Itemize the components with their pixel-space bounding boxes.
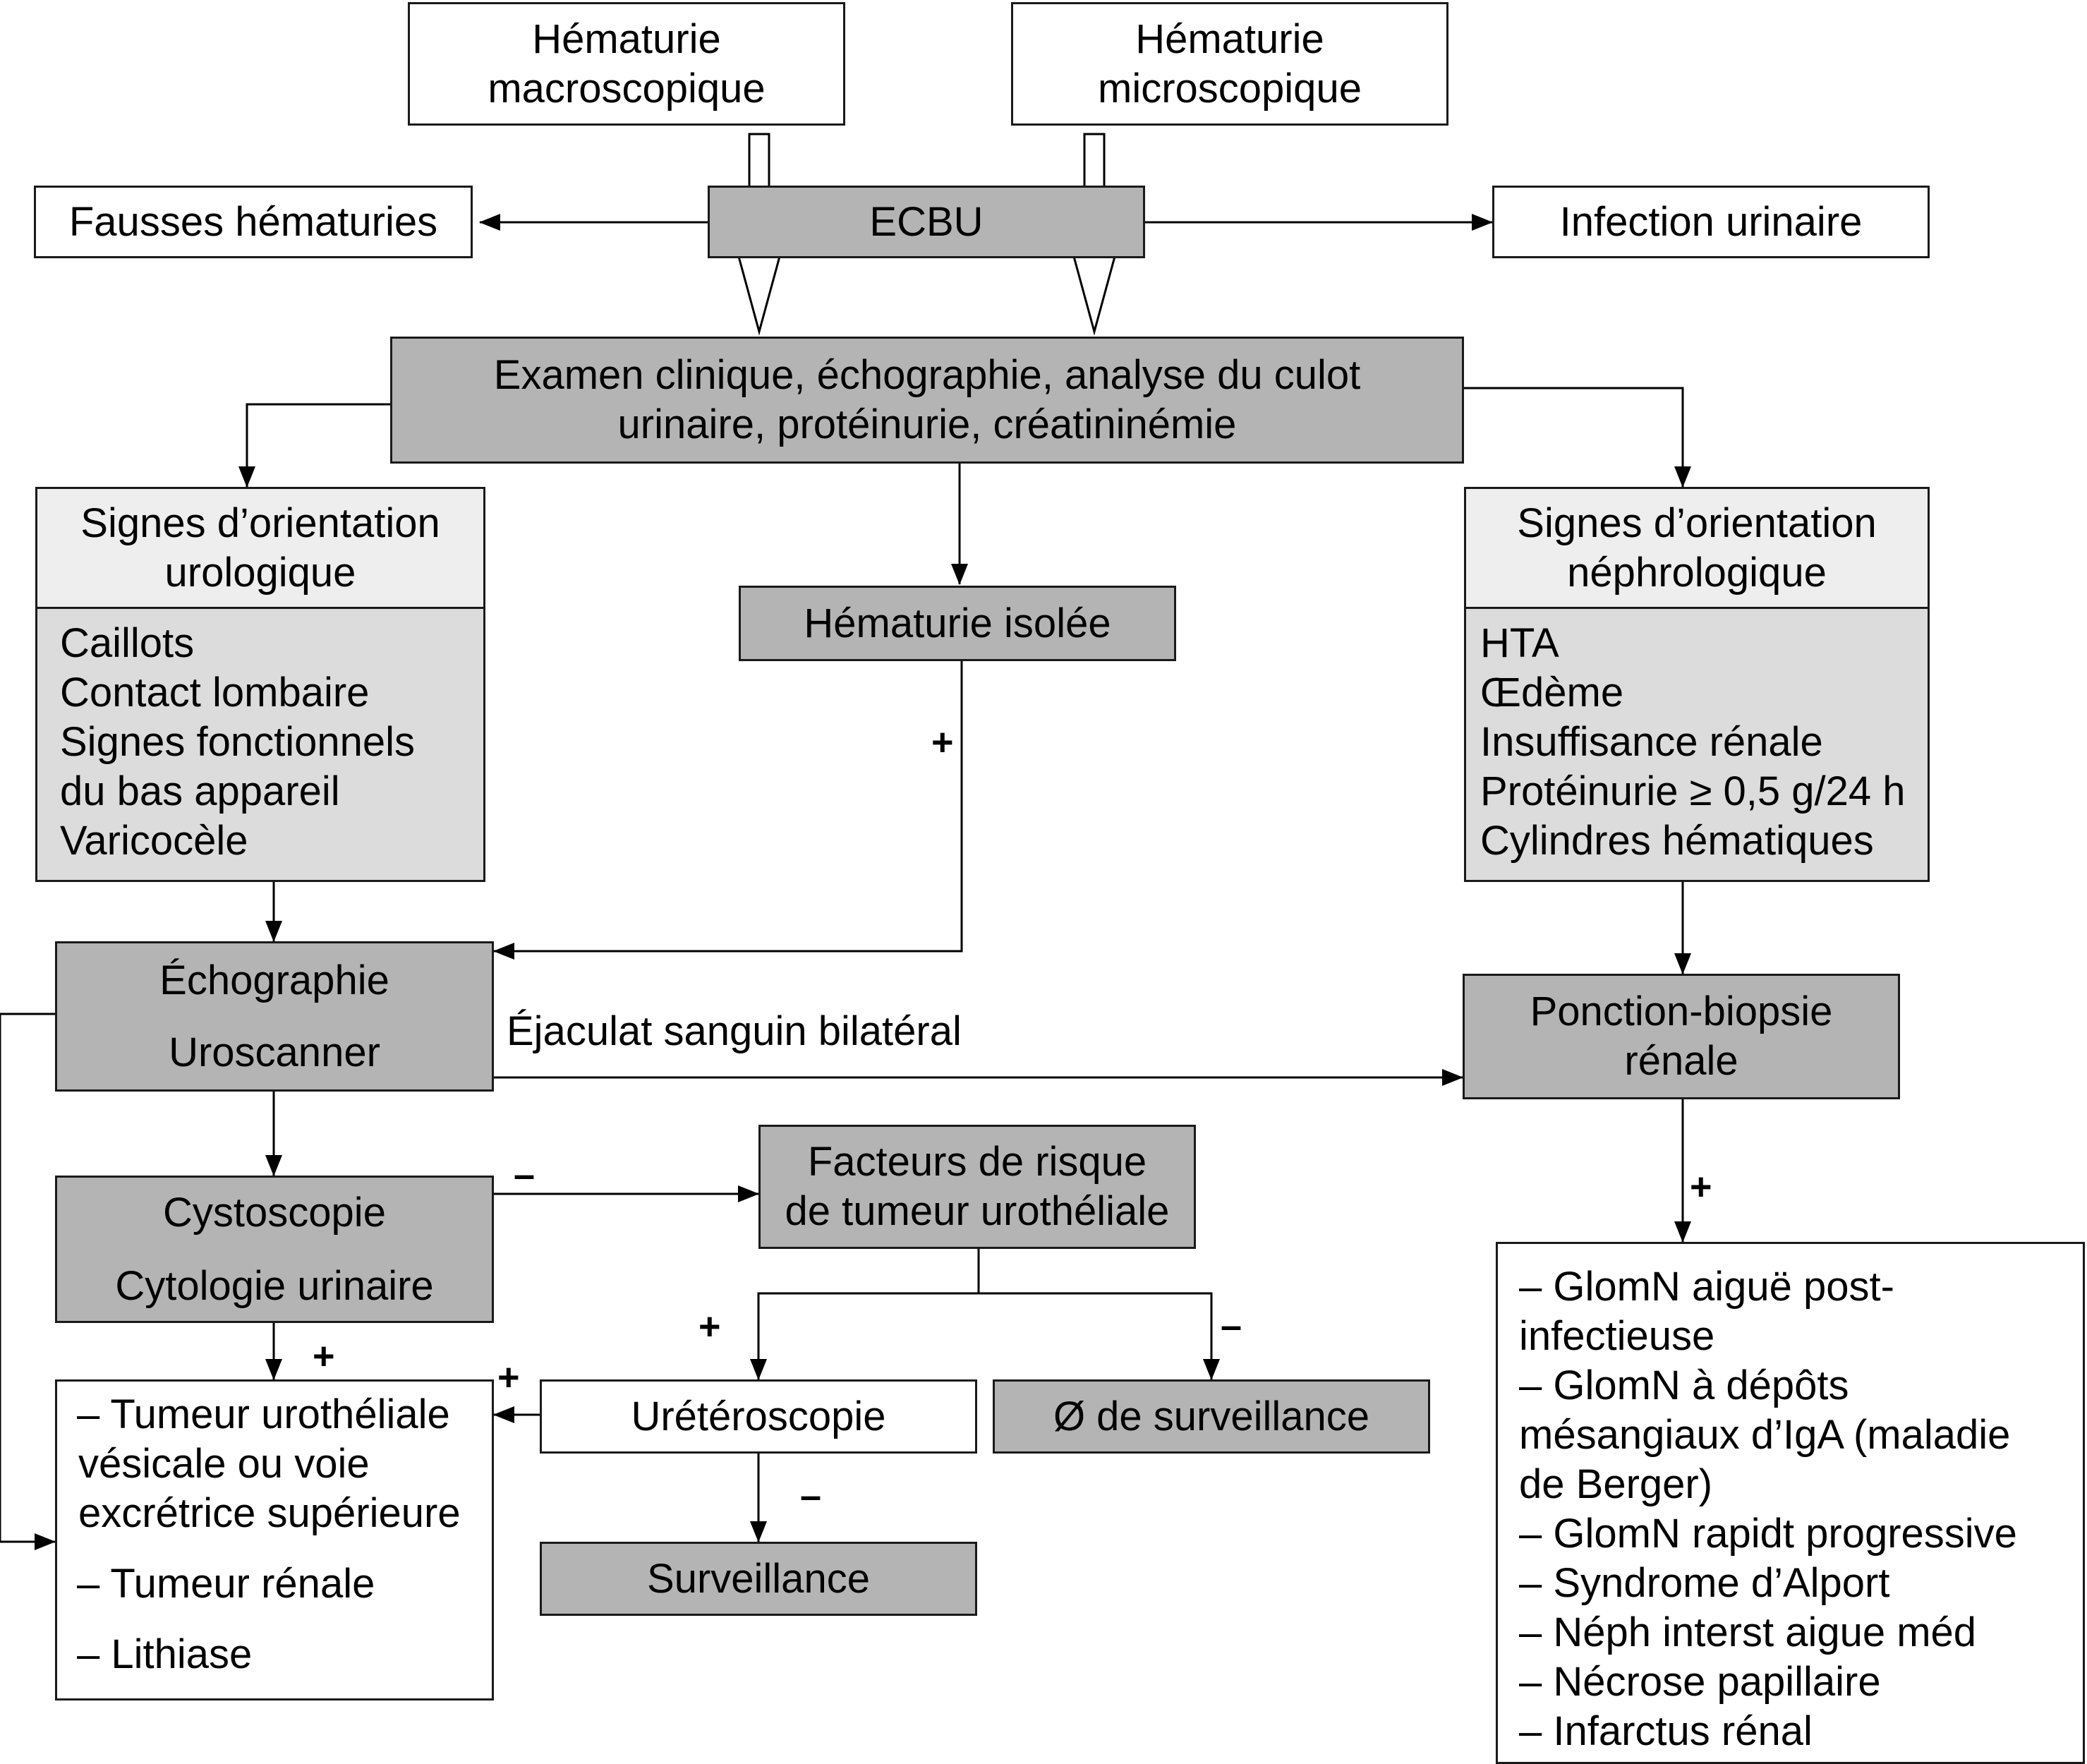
box-examen-clinique: Examen clinique, échographie, analyse du…	[390, 337, 1464, 464]
nephro-sign-item: Insuffisance rénale	[1480, 719, 1823, 765]
uro-dx-item: – Tumeur rénale	[77, 1561, 375, 1607]
infection-label: Infection urinaire	[1559, 198, 1863, 245]
uro-signs-header: Signes d’orientation urologique	[37, 489, 483, 609]
ejaculat-label: Éjaculat sanguin bilatéral	[507, 1008, 962, 1054]
nephro-signs-list: HTA Œdème Insuffisance rénale Protéinuri…	[1466, 609, 1928, 880]
uro-signs-list: Caillots Contact lombaire Signes fonctio…	[37, 609, 483, 880]
nephro-dx-item: mésangiaux d’IgA (maladie	[1519, 1412, 2011, 1458]
arrow-isolated-to-imaging	[493, 661, 963, 960]
ureteroscopie-label: Urétéroscopie	[631, 1393, 886, 1439]
nephro-title-1: Signes d’orientation	[1517, 500, 1877, 546]
box-ureteroscopie: Urétéroscopie	[540, 1379, 977, 1454]
micro-line-1: Hématurie	[1135, 16, 1324, 62]
box-ecbu: ECBU	[708, 186, 1145, 258]
nephro-dx-item: – Syndrome d’Alport	[1519, 1560, 1890, 1606]
uro-title-2: urologique	[164, 549, 356, 596]
uro-sign-item: Signes fonctionnels	[60, 719, 415, 765]
box-signes-nephrologiques: Signes d’orientation néphrologique HTA Œ…	[1464, 487, 1930, 882]
box-hematurie-macro: Hématurie macroscopique	[408, 2, 845, 126]
nephro-sign-item: Protéinurie ≥ 0,5 g/24 h	[1480, 768, 1906, 814]
facteurs-line-2: de tumeur urothéliale	[785, 1188, 1170, 1234]
box-hematurie-isolee: Hématurie isolée	[739, 586, 1176, 661]
arrow-to-uro-signs	[238, 403, 390, 488]
nephro-dx-item: de Berger)	[1519, 1461, 1713, 1507]
macro-line-1: Hématurie	[532, 16, 721, 62]
biopsie-line-2: rénale	[1624, 1038, 1738, 1084]
box-cystoscopie: Cystoscopie Cytologie urinaire	[55, 1176, 494, 1323]
uro-dx-item: – Lithiase	[77, 1631, 253, 1677]
plus-sign-risk: +	[698, 1305, 721, 1348]
nephro-dx-item: – GlomN rapidt progressive	[1519, 1511, 2017, 1557]
macro-line-2: macroscopique	[488, 65, 766, 111]
uro-dx-item: excrétrice supérieure	[78, 1490, 461, 1536]
nephro-sign-item: HTA	[1480, 620, 1559, 666]
box-diagnostics-nephrologiques: – GlomN aiguë post- infectieuse – GlomN …	[1496, 1242, 2085, 1764]
nephro-dx-item: – GlomN à dépôts	[1519, 1363, 1849, 1408]
arrow-to-nephro-signs	[1463, 387, 1691, 488]
imaging-line-1: Échographie	[159, 957, 389, 1003]
box-infection-urinaire: Infection urinaire	[1492, 186, 1930, 258]
examen-line-1: Examen clinique, échographie, analyse du…	[493, 352, 1361, 398]
plus-sign-biopsy: +	[1690, 1166, 1712, 1208]
nephro-dx-item: – GlomN aiguë post-	[1519, 1264, 1894, 1310]
nephro-title-2: néphrologique	[1567, 549, 1827, 596]
uro-sign-item: Contact lombaire	[60, 670, 370, 715]
examen-line-2: urinaire, protéinurie, créatininémie	[617, 401, 1237, 447]
box-hematurie-micro: Hématurie microscopique	[1011, 2, 1448, 126]
box-surveillance: Surveillance	[540, 1542, 977, 1616]
isolated-label: Hématurie isolée	[804, 600, 1111, 646]
cysto-line-2: Cytologie urinaire	[115, 1262, 434, 1309]
uro-sign-item: Caillots	[60, 620, 195, 666]
biopsie-line-1: Ponction-biopsie	[1530, 989, 1833, 1034]
minus-sign-cysto: –	[514, 1154, 536, 1196]
box-echographie-uroscanner: Échographie Uroscanner	[55, 941, 494, 1092]
ecbu-label: ECBU	[869, 198, 984, 245]
uro-sign-item: du bas appareil	[60, 768, 340, 814]
uro-dx-item: vésicale ou voie	[78, 1441, 370, 1487]
cysto-line-1: Cystoscopie	[163, 1189, 386, 1236]
nephro-sign-item: Œdème	[1480, 670, 1624, 715]
box-diagnostics-urologiques: – Tumeur urothéliale vésicale ou voie ex…	[55, 1379, 494, 1700]
minus-sign-uretero: –	[800, 1475, 822, 1517]
arrow-facteurs-to-uretero	[750, 1249, 980, 1380]
box-pas-de-surveillance: Ø de surveillance	[993, 1379, 1430, 1454]
nephro-sign-item: Cylindres hématiques	[1480, 818, 1874, 864]
surveillance-label: Surveillance	[647, 1555, 870, 1602]
facteurs-line-1: Facteurs de risque	[807, 1139, 1147, 1185]
nephro-dx-item: – Nécrose papillaire	[1519, 1659, 1881, 1705]
plus-sign-cysto: +	[313, 1335, 335, 1377]
nephro-dx-item: – Infarctus rénal	[1519, 1708, 1813, 1754]
arrow-imaging-to-uro-dx	[0, 1013, 56, 1550]
box-signes-urologiques: Signes d’orientation urologique Caillots…	[35, 487, 485, 882]
uro-sign-item: Varicocèle	[60, 818, 248, 864]
nephro-dx-item: infectieuse	[1519, 1313, 1715, 1359]
imaging-line-2: Uroscanner	[169, 1029, 380, 1075]
box-ponction-biopsie: Ponction-biopsie rénale	[1463, 974, 1900, 1099]
uro-title-1: Signes d’orientation	[80, 500, 440, 546]
nephro-signs-header: Signes d’orientation néphrologique	[1466, 489, 1928, 609]
minus-sign-risk: –	[1221, 1305, 1242, 1347]
plus-sign-isolated: +	[931, 721, 954, 763]
plus-sign-uretero: +	[497, 1356, 520, 1398]
arrow-facteurs-to-no-surv	[979, 1292, 1220, 1380]
fausses-label: Fausses hématuries	[68, 198, 438, 245]
nephro-dx-item: – Néph interst aigue méd	[1519, 1609, 1977, 1655]
box-fausses-hematuries: Fausses hématuries	[34, 186, 473, 258]
micro-line-2: microscopique	[1098, 65, 1362, 111]
uro-dx-item: – Tumeur urothéliale	[77, 1391, 450, 1437]
box-facteurs-de-risque: Facteurs de risque de tumeur urothéliale	[758, 1125, 1196, 1249]
no-surveillance-label: Ø de surveillance	[1053, 1393, 1370, 1439]
